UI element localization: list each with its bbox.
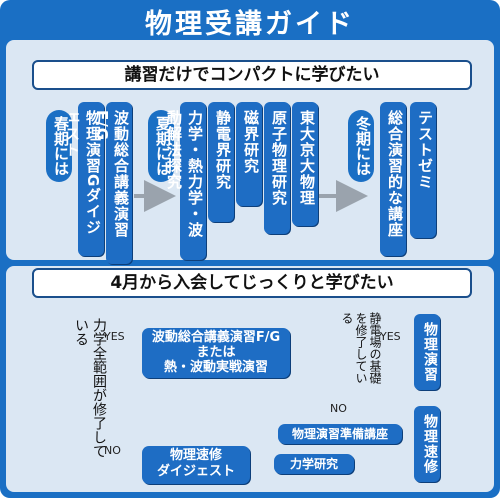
course-summer-4[interactable]: 原子物理研究	[264, 102, 290, 234]
no-label-2: NO	[330, 402, 347, 415]
banner-full-year: 4月から入会してじっくりと学びたい	[32, 268, 472, 298]
season-tag-winter: 冬期には	[348, 110, 374, 182]
no-label-1: NO	[104, 444, 121, 457]
course-spring-2[interactable]: 波動総合講義演習F/G	[93, 102, 132, 264]
left-condition: 力学全範囲が修了している	[73, 318, 107, 458]
box-waves-line1: 波動総合講義演習F/G	[151, 330, 281, 345]
season-tag-spring: 春期には	[46, 110, 72, 182]
course-spring-1[interactable]: 物理演習Gダイジェスト	[63, 102, 104, 256]
box-rikigaku[interactable]: 力学研究	[274, 454, 354, 474]
box-digest-line1: 物理速修	[169, 448, 222, 463]
box-waves-line2: または	[196, 345, 236, 360]
yes-label-1: YES	[104, 330, 125, 343]
box-digest-line2: ダイジェスト	[156, 464, 235, 479]
course-summer-2[interactable]: 静電界研究	[208, 102, 234, 222]
box-waves-line3: 熱・波動実戦演習	[163, 360, 268, 375]
box-junbi[interactable]: 物理演習準備講座	[278, 424, 402, 444]
course-summer-1[interactable]: 力学・熱力学・波動解法探究	[165, 102, 206, 260]
box-digest[interactable]: 物理速修 ダイジェスト	[142, 446, 250, 484]
course-summer-5[interactable]: 東大京大物理	[292, 102, 318, 226]
page-title: 物理受講ガイド	[145, 9, 355, 40]
box-sokushu-right[interactable]: 物理速修	[414, 406, 440, 482]
yes-label-2: YES	[380, 330, 401, 343]
season-tag-summer: 夏期には	[148, 110, 174, 182]
course-winter-2[interactable]: テストゼミ	[410, 102, 436, 238]
condition-2: 静電場の基礎を修了している	[340, 312, 382, 384]
box-waves[interactable]: 波動総合講義演習F/G または 熱・波動実戦演習	[142, 328, 290, 378]
panel-full-year	[6, 266, 494, 492]
course-summer-3[interactable]: 磁界研究	[236, 102, 262, 206]
box-enshu[interactable]: 物理演習	[414, 314, 440, 390]
banner-short-course: 講習だけでコンパクトに学びたい	[32, 60, 472, 90]
course-winter-1[interactable]: 総合演習的な講座	[380, 102, 406, 256]
